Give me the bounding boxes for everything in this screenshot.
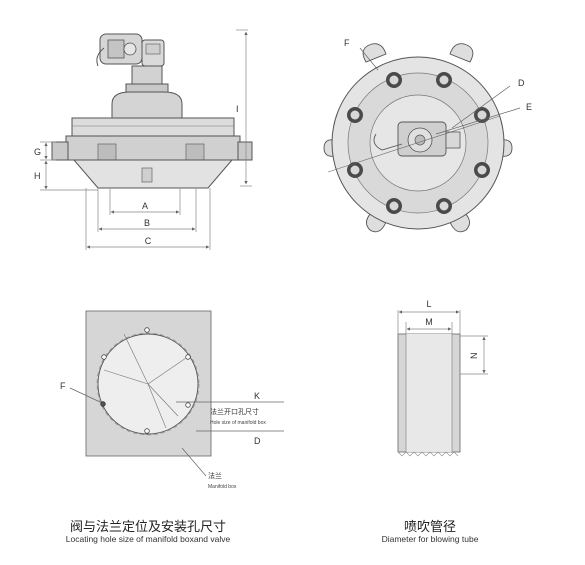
- dim-label-B: B: [144, 218, 150, 228]
- label-F-flange: F: [60, 381, 66, 391]
- locating-holes: [100, 327, 191, 434]
- label-hole-cn: 法兰开口孔尺寸: [210, 407, 259, 416]
- dim-label-M: M: [425, 317, 433, 327]
- dim-label-H: H: [34, 171, 41, 181]
- dim-label-C: C: [145, 236, 152, 246]
- solenoid-coil: [96, 33, 165, 67]
- dim-label-G: G: [34, 147, 41, 157]
- label-box-cn: 法兰: [208, 471, 222, 480]
- top-view: F D E: [323, 38, 532, 233]
- label-F-top: F: [344, 38, 350, 48]
- tube-caption-cn: 喷吹管径: [403, 520, 456, 535]
- dim-label-N: N: [469, 353, 479, 360]
- flange-caption-cn: 阀与法兰定位及安装孔尺寸: [69, 520, 226, 535]
- dim-label-I: I: [236, 104, 239, 114]
- valve-cap: [71, 117, 235, 137]
- flange-view: F K 法兰开口孔尺寸 Hole size of manifold box D …: [60, 310, 284, 490]
- label-hole-en: Hole size of manifold box: [210, 420, 266, 426]
- dim-label-A: A: [142, 201, 148, 211]
- label-K: K: [254, 391, 260, 401]
- tube-caption-en: Diameter for blowing tube: [381, 534, 479, 544]
- valve-body: [65, 135, 241, 161]
- label-E-top: E: [526, 102, 532, 112]
- label-box-en: Manifold box: [208, 484, 237, 490]
- label-D-top: D: [518, 78, 525, 88]
- valve-outlet: [72, 159, 234, 189]
- label-D-flange: D: [254, 436, 261, 446]
- flange-caption-en: Locating hole size of manifold boxand va…: [65, 534, 231, 544]
- pilot-stem: [131, 65, 163, 87]
- side-view: I G H A B C: [34, 29, 253, 250]
- dim-label-L: L: [426, 299, 431, 309]
- bolt-ring: [347, 72, 490, 214]
- valve-cover: [111, 91, 183, 119]
- solenoid-top: [373, 121, 461, 157]
- tube-view: L M N: [397, 299, 488, 457]
